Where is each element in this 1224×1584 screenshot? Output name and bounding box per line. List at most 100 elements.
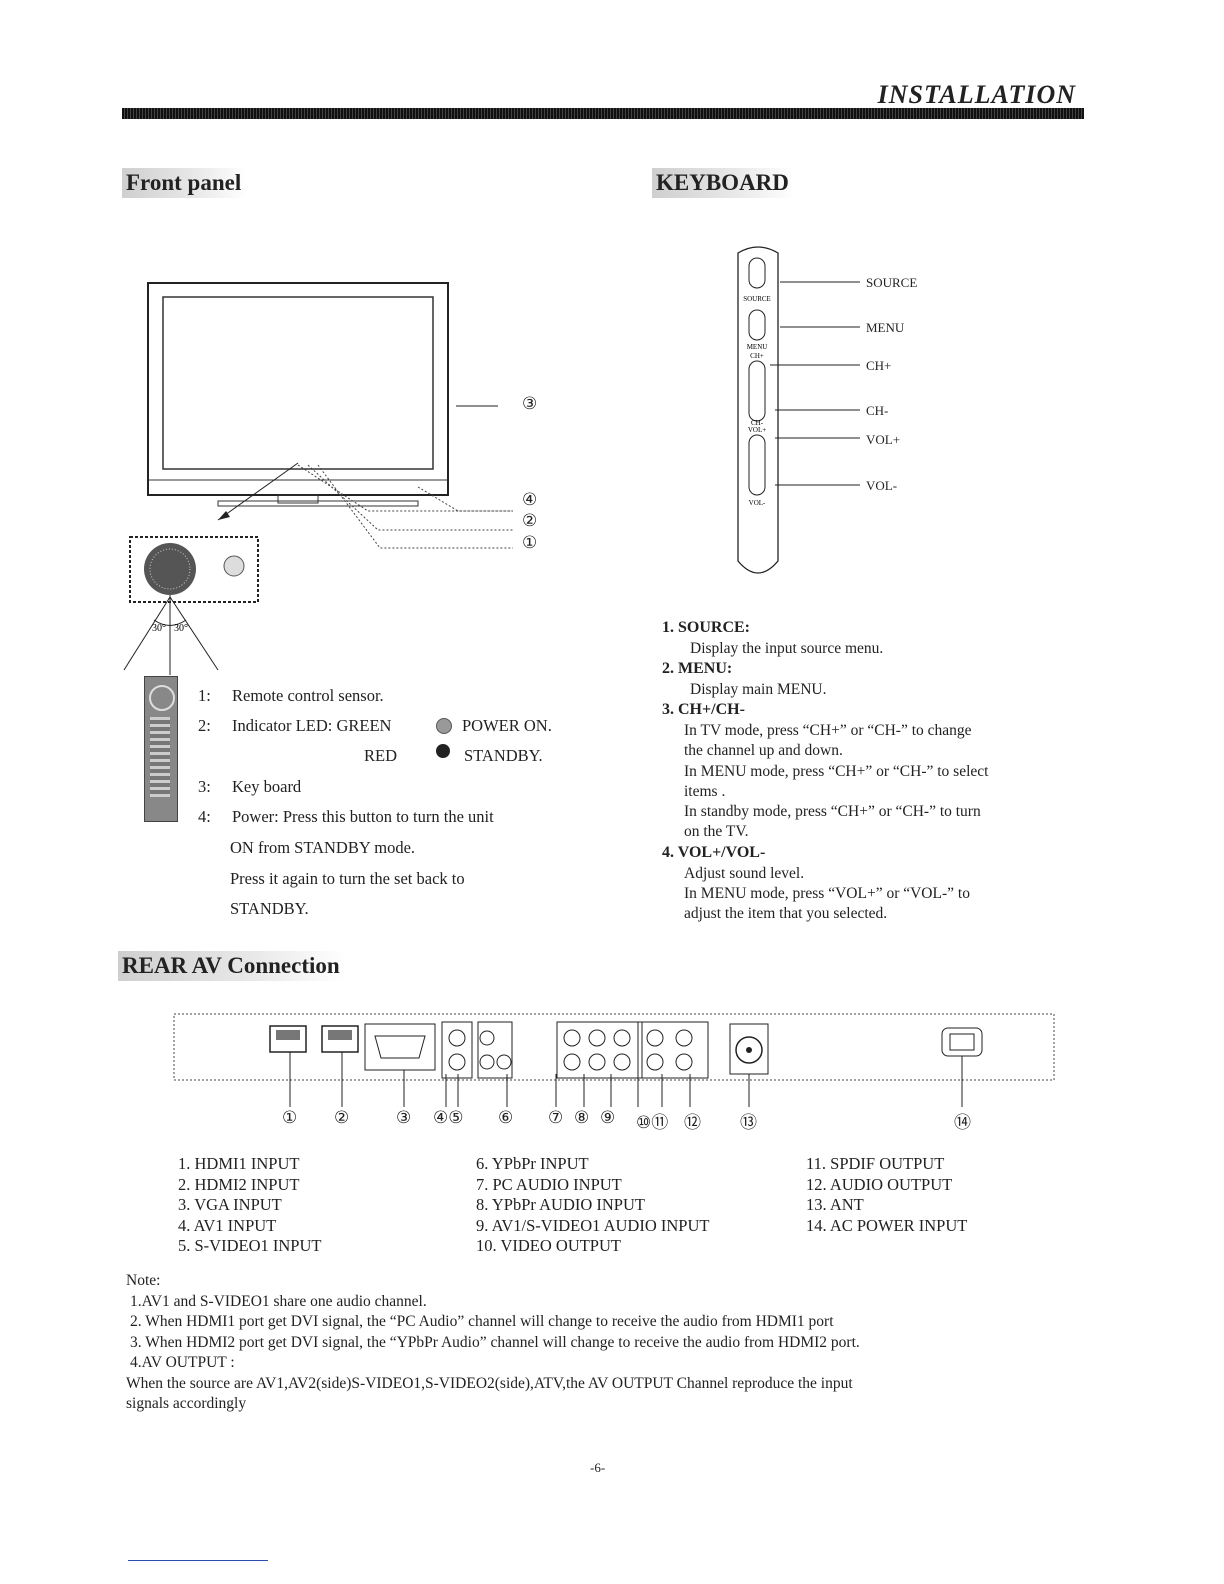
kb-label-chplus: CH+	[866, 358, 892, 373]
source-key-shape	[748, 257, 766, 289]
list-item: 6. YPbPr INPUT	[476, 1154, 589, 1173]
kb-desc-line: In MENU mode, press “CH+” or “CH-” to se…	[684, 763, 989, 780]
red-led-icon	[436, 744, 450, 758]
kb-desc-line: Display the input source menu.	[690, 640, 884, 657]
kb-label-source: SOURCE	[866, 275, 918, 290]
svg-text:MENU: MENU	[747, 343, 768, 351]
callout-2: ②	[522, 511, 538, 530]
audio-ports	[556, 1021, 643, 1079]
rear-callout-9: ⑨	[600, 1108, 616, 1127]
note-line: 4.AV OUTPUT :	[130, 1354, 235, 1371]
svg-text:CH-: CH-	[751, 419, 764, 427]
rear-callout-10-11: ⑩⑪	[636, 1113, 669, 1132]
list-item: 1. HDMI1 INPUT	[178, 1154, 300, 1173]
fp-num-2: 2:	[198, 716, 211, 735]
rear-callout-12: ⑫	[684, 1113, 701, 1132]
header-rule	[122, 108, 1084, 119]
svg-text:VOL-: VOL-	[749, 499, 766, 507]
list-item: 8. YPbPr AUDIO INPUT	[476, 1195, 645, 1214]
rear-callout-7: ⑦	[548, 1108, 564, 1127]
hdmi1-port	[269, 1025, 307, 1053]
list-item: 13. ANT	[806, 1195, 864, 1214]
list-item: 3. VGA INPUT	[178, 1195, 282, 1214]
rear-callout-2: ②	[334, 1108, 350, 1127]
fp-state-red: STANDBY.	[464, 746, 543, 765]
fp-num-4: 4:	[198, 807, 211, 826]
tv-screen	[162, 296, 434, 470]
list-item: 14. AC POWER INPUT	[806, 1215, 968, 1235]
av1-svideo-ports	[441, 1021, 473, 1079]
kb-desc-line: the channel up and down.	[684, 742, 843, 759]
kb-desc-line: In TV mode, press “CH+” or “CH-” to chan…	[684, 722, 972, 739]
list-item: 4. AV1 INPUT	[178, 1215, 277, 1235]
list-item: 9. AV1/S-VIDEO1 AUDIO INPUT	[476, 1215, 710, 1235]
menu-key-shape	[748, 309, 766, 341]
angle-right: 30°	[174, 623, 188, 634]
angle-left: 30°	[152, 623, 166, 634]
fp-num-3: 3:	[198, 777, 211, 796]
kb-label-volminus: VOL-	[866, 478, 898, 493]
note-line: When the source are AV1,AV2(side)S-VIDEO…	[126, 1374, 853, 1392]
notes-block: Note: 1.AV1 and S-VIDEO1 share one audio…	[126, 1271, 1086, 1415]
kb-head-source: 1. SOURCE:	[662, 619, 751, 636]
footer-rule	[128, 1560, 268, 1561]
fp-text-red: RED	[364, 746, 397, 765]
front-panel-diagram: 30° 30°	[123, 282, 513, 675]
vol-rocker-shape	[748, 434, 766, 496]
kb-desc-line: In standby mode, press “CH+” or “CH-” to…	[684, 803, 981, 820]
kb-head-vol: 4. VOL+/VOL-	[662, 844, 766, 861]
rear-callout-8: ⑧	[574, 1108, 590, 1127]
rear-callout-13: ⑬	[740, 1113, 757, 1132]
kb-desc-line: items .	[684, 783, 726, 800]
rear-callout-4-5: ④⑤	[433, 1108, 464, 1127]
rear-panel-diagram	[173, 1013, 1055, 1107]
kb-label-menu: MENU	[866, 320, 905, 335]
hdmi2-port	[321, 1025, 359, 1053]
list-item: 12. AUDIO OUTPUT	[806, 1174, 953, 1194]
fp-text-1: Remote control sensor.	[232, 686, 384, 705]
list-item: 5. S-VIDEO1 INPUT	[178, 1236, 322, 1255]
kb-label-volplus: VOL+	[866, 432, 901, 447]
vga-port	[364, 1023, 436, 1071]
ypbpr-ports	[477, 1021, 513, 1079]
page-number: -6-	[590, 1460, 606, 1475]
svg-text:CH+: CH+	[750, 352, 764, 360]
fp-state-2: POWER ON.	[462, 716, 552, 735]
list-item: 10. VIDEO OUTPUT	[476, 1236, 621, 1255]
note-line: 2. When HDMI1 port get DVI signal, the “…	[130, 1313, 834, 1330]
note-line: 1.AV1 and S-VIDEO1 share one audio chann…	[130, 1292, 427, 1310]
header-title: INSTALLATION	[877, 80, 1076, 109]
fp-text-2: Indicator LED: GREEN	[232, 716, 392, 735]
rear-callout-1: ①	[282, 1108, 298, 1127]
list-item: 11. SPDIF OUTPUT	[806, 1154, 945, 1173]
rear-callout-3: ③	[396, 1108, 412, 1127]
led-indicator	[223, 555, 245, 577]
rear-list-col1: 1. HDMI1 INPUT 2. HDMI2 INPUT 3. VGA INP…	[178, 1154, 321, 1257]
kb-head-ch: 3. CH+/CH-	[662, 701, 745, 718]
kb-head-menu: 2. MENU:	[662, 660, 733, 677]
fp-num-1: 1:	[198, 686, 211, 705]
sensor-detail-box	[129, 536, 259, 603]
kb-desc-line: Display main MENU.	[690, 681, 827, 698]
list-item: 7. PC AUDIO INPUT	[476, 1174, 622, 1194]
fp-text-7: STANDBY.	[230, 899, 309, 918]
fp-text-5: ON from STANDBY mode.	[230, 838, 416, 857]
ch-rocker-shape	[748, 360, 766, 422]
green-led-icon	[436, 718, 452, 734]
svg-text:SOURCE: SOURCE	[743, 295, 771, 303]
callout-4: ④	[522, 490, 538, 509]
kb-desc-line: Adjust sound level.	[684, 865, 805, 882]
list-item: 2. HDMI2 INPUT	[178, 1174, 300, 1194]
remote-dpad-icon	[149, 685, 175, 711]
rear-callout-6: ⑥	[498, 1108, 514, 1127]
front-panel-title: Front panel	[122, 168, 248, 198]
note-line: 3. When HDMI2 port get DVI signal, the “…	[130, 1333, 860, 1351]
remote-control-image	[144, 676, 178, 822]
kb-label-chminus: CH-	[866, 403, 889, 418]
keyboard-title: KEYBOARD	[652, 168, 795, 198]
kb-desc-line: In MENU mode, press “VOL+” or “VOL-” to	[684, 885, 970, 902]
callout-1: ①	[522, 533, 538, 552]
sensor-speaker	[144, 543, 196, 595]
svg-text:VOL+: VOL+	[748, 426, 766, 434]
fp-text-6: Press it again to turn the set back to	[230, 869, 465, 888]
